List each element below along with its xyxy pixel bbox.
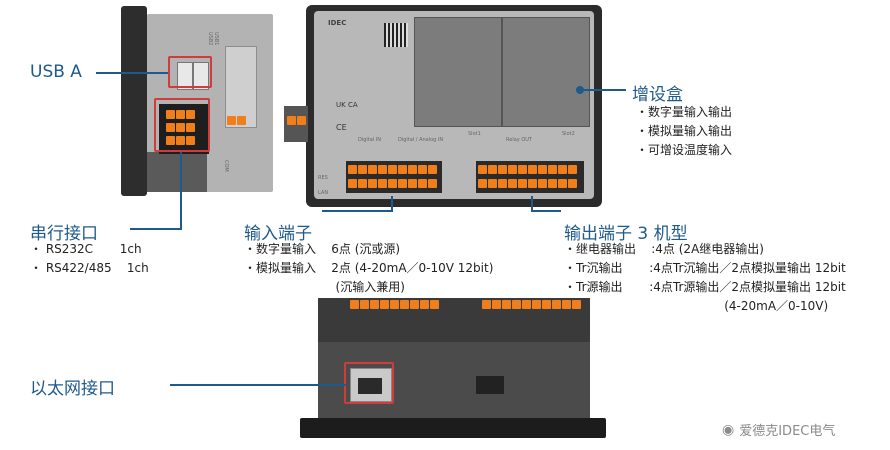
relay-out-label: Relay OUT [506,137,532,143]
slot2-label: Slot2 [562,131,575,137]
digital-analog-in-label: Digital / Analog IN [398,137,444,143]
expansion-item-3: ・可增设温度输入 [636,143,733,157]
serial-item-2: ・ RS422/485 1ch [30,261,149,275]
watermark: ◉ 爱德克IDEC电气 [722,420,836,440]
bottom-view-device [300,298,606,438]
input-terminals-bottom [348,179,437,188]
com-label: COM [223,160,229,172]
output-item-2: ・Tr沉输出 :4点Tr沉输出／2点模拟量输出 12bit [564,261,846,275]
serial-terminals-row-2 [166,123,195,132]
expansion-item-1: ・数字量输入输出 [636,105,733,119]
output-line-h [531,210,561,212]
ce-mark: CE [336,123,347,132]
output-line-v [531,196,533,212]
input-line-v [391,196,393,212]
output-terminals-bottom [478,179,577,188]
side-body-dark [147,152,207,192]
usb-a-label: USB A [30,62,82,82]
bottom-terminals-right [482,300,581,309]
digital-in-label: Digital IN [358,137,382,143]
serial-item-1: ・ RS232C 1ch [30,242,142,256]
output-item-4: (4-20mA／0-10V) [564,299,829,313]
bottom-terminals-left [350,300,439,309]
input-terminals-top [348,165,437,174]
lan-label: LAN [318,190,329,196]
output-terminals-top [478,165,577,174]
res-label: RES [318,175,328,181]
ethernet-highlight [344,362,394,404]
usb-port-1 [177,62,193,90]
input-title: 输入端子 [244,224,312,244]
serial-title: 串行接口 [30,224,98,244]
brand-logo: IDEC [328,19,347,27]
side-front-bezel [121,6,147,196]
serial-items: ・ RS232C 1ch ・ RS422/485 1ch [30,240,149,278]
expansion-dot [576,86,584,94]
expansion-item-2: ・模拟量输入输出 [636,124,733,138]
ethernet-line [170,384,346,386]
input-items: ・数字量输入 6点 (沉或源) ・模拟量输入 2点 (4-20mA／0-10V … [244,240,493,297]
output-item-1: ・继电器输出 :4点 (2A继电器输出) [564,242,764,256]
expansion-line [580,89,626,91]
wechat-icon: ◉ [722,421,735,438]
output-title: 输出端子 3 机型 [564,224,688,244]
usb1-label: USB1 [213,32,219,46]
back-view-device: IDEC UK CA CE Slot1 Slot2 Digital IN Dig… [306,5,602,207]
input-line-h [322,210,392,212]
slot1-cover [414,17,502,127]
watermark-text: 爱德克IDEC电气 [739,424,836,439]
usb-line [96,72,168,74]
back-left-connector [284,106,308,142]
output-item-3: ・Tr源输出 :4点Tr源输出／2点模拟量输出 12bit [564,280,846,294]
input-item-1: ・数字量输入 6点 (沉或源) [244,242,401,256]
ethernet-label: 以太网接口 [30,379,115,399]
serial-line-v [180,152,182,230]
input-item-3: (沉输入兼用) [244,280,405,294]
side-connector-terminals [227,116,246,125]
output-items: ・继电器输出 :4点 (2A继电器输出) ・Tr沉输出 :4点Tr沉输出／2点模… [564,240,846,316]
ukca-mark: UK CA [336,101,358,109]
input-item-2: ・模拟量输入 2点 (4-20mA／0-10V 12bit) [244,261,494,275]
expansion-items: ・数字量输入输出 ・模拟量输入输出 ・可增设温度输入 [636,103,732,160]
slot1-label: Slot1 [468,131,481,137]
side-view-device: USB1 USB2 COM [121,6,281,196]
serial-terminals-row-3 [166,136,195,145]
expansion-title: 增设盒 [632,85,683,105]
back-left-terminals [287,116,306,125]
usb-port-2 [193,62,209,90]
usb2-label: USB2 [207,32,213,46]
serial-highlight [154,98,210,152]
slot2-cover [502,17,590,127]
side-connector [225,46,257,128]
qr-code [384,23,408,47]
bottom-bezel [300,418,606,438]
bottom-slot-opening [476,376,504,394]
serial-line-h [130,228,182,230]
ethernet-port-hole [358,378,382,394]
usb-highlight [168,56,212,88]
serial-terminals-row-1 [166,110,195,119]
